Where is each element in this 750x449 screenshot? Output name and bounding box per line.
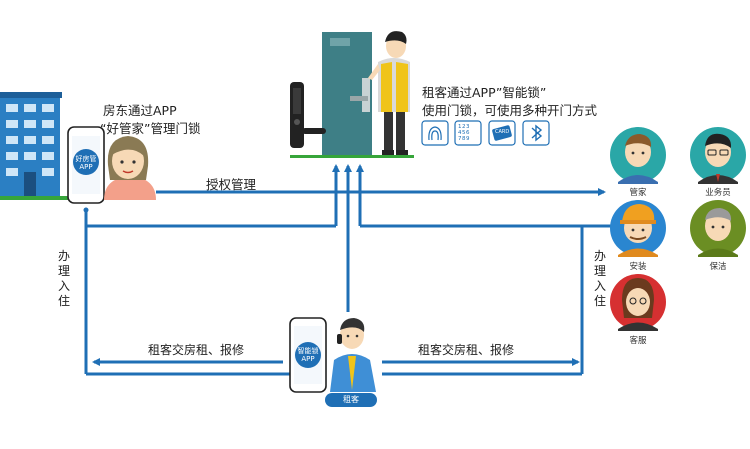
flow-lines (83, 164, 612, 376)
staff-label-salesman: 业务员 (705, 188, 731, 198)
staff-avatar-cleaner (690, 200, 746, 257)
flow-label-checkin-left: 办理入住 (57, 249, 70, 308)
staff-avatar-housekeeper (610, 127, 666, 184)
tenant-person-icon (330, 318, 376, 392)
building-icon (0, 92, 88, 200)
door-icon (290, 32, 414, 158)
worker-person-icon (368, 31, 410, 155)
staff-label-cleaner: 保洁 (709, 262, 727, 272)
landlord-caption-line2: “好管家”管理门锁 (100, 121, 201, 136)
fingerprint-icon (421, 120, 449, 146)
staff-avatar-customer-service (610, 274, 666, 331)
smart-lock-icon (290, 82, 326, 148)
tenant-app-name: 智能锁APP (297, 347, 319, 363)
tenant-phone-icon (289, 317, 327, 393)
staff-label-housekeeper: 管家 (629, 188, 647, 198)
landlord-person-icon (104, 136, 156, 200)
staff-label-customer-service: 客服 (629, 336, 647, 346)
keypad-digits: 123 456 789 (458, 124, 470, 142)
staff-label-installer: 安装 (629, 262, 647, 272)
staff-avatar-salesman (690, 127, 746, 184)
landlord-phone-icon (67, 126, 105, 204)
flow-label-authorize: 授权管理 (206, 177, 257, 192)
tenant-badge: 租客 (325, 393, 377, 407)
landlord-app-name: 好房管APP (75, 155, 97, 171)
keypad-icon (454, 120, 482, 146)
tenant-lock-caption-line1: 租客通过APP”智能锁” (422, 85, 547, 100)
landlord-caption-line1: 房东通过APP (103, 103, 177, 118)
card-label: CARD (495, 129, 510, 135)
flow-label-rent-right: 租客交房租、报修 (418, 343, 515, 357)
flow-label-checkin-right: 办理入住 (593, 249, 606, 308)
bluetooth-icon (522, 120, 550, 146)
staff-avatar-installer (610, 200, 666, 257)
card-icon (488, 120, 516, 146)
tenant-lock-caption-line2: 使用门锁，可使用多种开门方式 (422, 103, 598, 118)
flow-label-rent-left: 租客交房租、报修 (148, 343, 245, 357)
